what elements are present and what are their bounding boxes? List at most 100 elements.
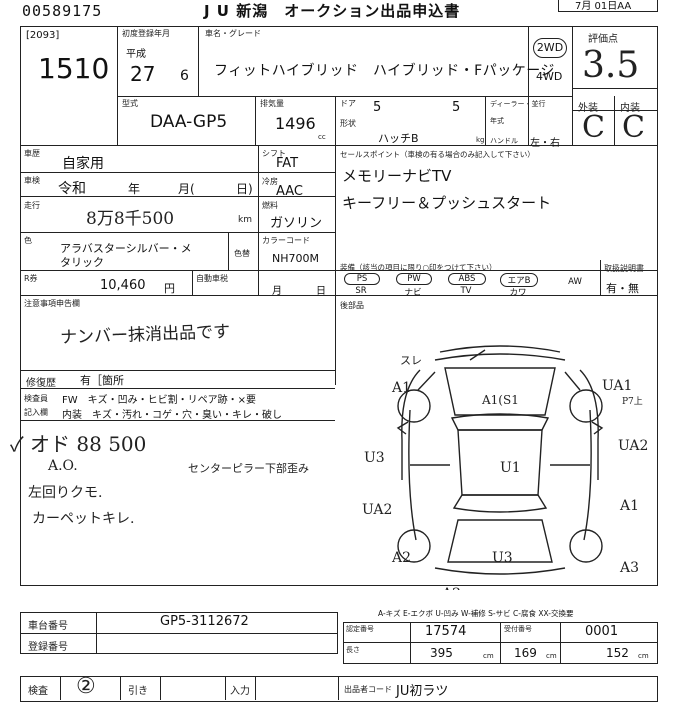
ac-value: AAC xyxy=(276,184,303,199)
form-frame xyxy=(20,26,658,586)
model-value: DAA-GP5 xyxy=(150,112,228,132)
remarks-line3: 左回りクモ. xyxy=(28,485,103,501)
remarks-ao: A.O. xyxy=(48,458,78,474)
mileage-label: 走行 xyxy=(24,201,40,210)
body-value: ハッチB xyxy=(378,132,419,145)
color-value-line1: アラバスターシルバー・メ xyxy=(60,242,192,255)
body-label: 形状 xyxy=(340,119,356,128)
tax-month: 月 xyxy=(272,286,282,297)
inspection-year-suffix: 年 xyxy=(128,182,141,196)
remarks-line4: カーペットキレ. xyxy=(32,511,135,527)
displacement-label: 排気量 xyxy=(260,99,284,108)
reception-label: 受付番号 xyxy=(504,625,532,633)
car-damage-diagram: スレ A1 A1(S1 UA1 P7上 U3 UA2 U1 UA2 A1 A2 … xyxy=(362,345,648,590)
drive-4wd: 4WD xyxy=(536,70,563,83)
equip-leather: カワ xyxy=(500,286,536,298)
mileage-unit: km xyxy=(238,215,252,225)
inspection-day-suffix: 日) xyxy=(236,182,253,196)
equip-pw: PW xyxy=(396,273,432,285)
equip-tv: TV xyxy=(448,286,484,296)
recycle-label: R券 xyxy=(24,274,38,283)
tax-day: 日 xyxy=(316,286,326,297)
manual-label: 取扱説明書 xyxy=(604,264,644,273)
lot-number: 1510 xyxy=(38,52,110,85)
drive-2wd: 2WD xyxy=(533,38,567,58)
length-label: 長さ xyxy=(346,646,360,654)
equip-pw-text: PW xyxy=(407,274,421,284)
usage-value: 自家用 xyxy=(62,156,104,172)
color-code-label: カラーコード xyxy=(262,236,310,245)
bottom-frame xyxy=(20,676,658,702)
inspection-label: 車検 xyxy=(24,176,40,185)
cm-unit-1: cm xyxy=(483,652,494,660)
form-title: J U 新潟 オークション出品申込書 xyxy=(204,2,461,20)
cm-unit-2: cm xyxy=(546,652,557,660)
usage-label: 車歴 xyxy=(24,149,40,158)
confirm-label: 検査 xyxy=(28,686,48,697)
id-value: 17574 xyxy=(425,624,467,639)
chassis-label: 車台番号 xyxy=(28,621,68,632)
width-value: 169 xyxy=(514,646,537,660)
mark-a1s1: A1(S1 xyxy=(481,393,519,407)
equip-sr: SR xyxy=(344,286,378,296)
shift-label: シフト xyxy=(262,149,286,158)
selling-points-label: セールスポイント（車検の有る場合のみ記入して下さい） xyxy=(340,150,535,159)
fuel-label: 燃料 xyxy=(262,201,278,210)
equip-aw: AW xyxy=(560,277,590,287)
equip-sr-text: SR xyxy=(355,286,367,296)
steering-value: 左・右 xyxy=(530,138,560,149)
notes-label: 注意事項申告欄 xyxy=(24,299,80,308)
recycle-unit: 円 xyxy=(164,282,175,295)
input-label: 入力 xyxy=(230,686,250,697)
diagram-legend: A-キズ E-エクボ U-凹み W-補修 S-サビ C-腐食 XX-交換要 xyxy=(378,609,574,618)
model-year-label: 年式 xyxy=(490,117,504,125)
equip-navi: ナビ xyxy=(396,286,430,298)
equip-tv-text: TV xyxy=(460,286,472,296)
exhibitor-label: 出品者コード xyxy=(344,685,392,694)
equip-airbag-text: エアB xyxy=(507,276,531,286)
seats-value: 5 xyxy=(452,100,461,115)
mark-u3-rear: U3 xyxy=(492,550,513,566)
steering-label: ハンドル xyxy=(490,137,518,145)
repair-value: 有［箇所 xyxy=(80,374,124,387)
drive-2wd-text: 2WD xyxy=(536,41,564,54)
cc-unit: cc xyxy=(318,133,326,141)
height-value: 152 xyxy=(606,646,629,660)
date-box xyxy=(558,0,658,12)
mark-u1: U1 xyxy=(500,460,521,476)
registration-year: 27 xyxy=(130,62,156,86)
remarks-odo: ✓ オド 88 500 xyxy=(10,432,147,456)
mark-a2-rear: A2 xyxy=(441,586,461,590)
color-value-line2: タリック xyxy=(60,256,104,269)
mileage-value: 8万8千500 xyxy=(86,209,175,229)
accessories-label: 後部品 xyxy=(340,301,364,310)
date-fragment: 7月 01日AA xyxy=(575,1,632,12)
pull-label: 引き xyxy=(128,686,148,697)
exterior-grade: C xyxy=(582,110,605,145)
mark-ua2-right: UA2 xyxy=(618,438,648,454)
color-code: NH700M xyxy=(272,252,319,265)
equip-abs: ABS xyxy=(448,273,486,285)
registration-number-label: 登録番号 xyxy=(28,642,68,653)
mark-ua2-left: UA2 xyxy=(362,502,392,518)
equip-abs-text: ABS xyxy=(458,274,476,284)
selling-points-line2: キーフリー＆プッシュスタート xyxy=(342,194,552,212)
manual-value: 有・無 xyxy=(606,282,639,295)
mark-a1-left: A1 xyxy=(391,380,411,396)
remarks-odo-text: オド 88 500 xyxy=(30,432,147,456)
reception-value: 0001 xyxy=(585,624,619,639)
inspector-row2: 内装 キズ・汚れ・コゲ・穴・臭い・キレ・破し xyxy=(62,410,282,421)
length-value: 395 xyxy=(430,646,453,660)
kg-unit: kg xyxy=(476,136,485,144)
doors-label: ドア xyxy=(340,99,356,108)
grade-score: 3.5 xyxy=(582,45,640,86)
vehicle-name: フィットハイブリッド ハイブリッド・Fパッケージ xyxy=(214,63,555,79)
mark-a3: A3 xyxy=(619,560,639,576)
equipment-label: 装備（該当の項目に限り○印をつけて下さい） xyxy=(340,263,497,272)
equip-ps-text: PS xyxy=(356,274,368,284)
recycle-value: 10,460 xyxy=(100,278,146,293)
inspector-row2-label: 記入欄 xyxy=(24,408,48,417)
registration-month: 6 xyxy=(180,68,189,84)
repair-label: 修復歴 xyxy=(26,378,56,389)
doors-value: 5 xyxy=(373,100,382,115)
